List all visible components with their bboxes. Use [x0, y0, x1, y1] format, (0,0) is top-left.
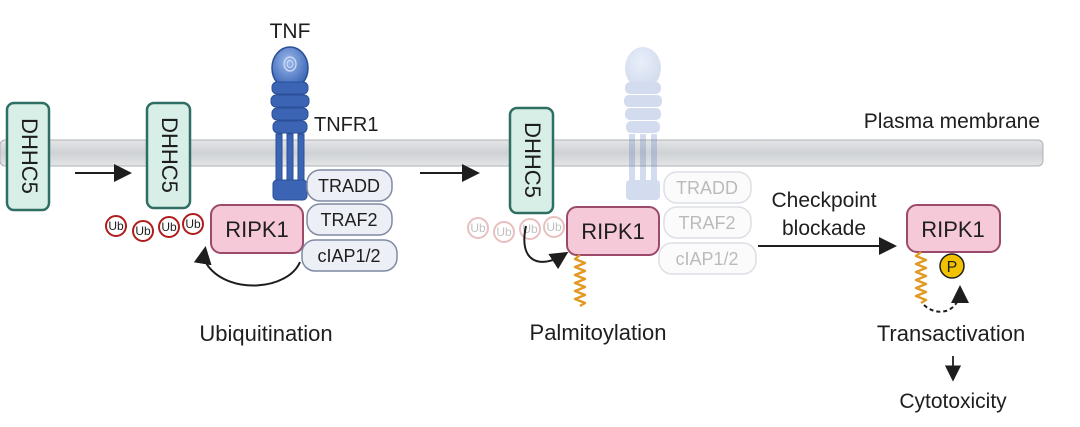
ub-circle-faded: Ub [467, 217, 489, 239]
palmitoylation-arrow [523, 225, 569, 270]
tradd-label: TRADD [318, 176, 380, 196]
ripk1-label-2: RIPK1 [581, 219, 645, 244]
ub-circle-faded: Ub [493, 221, 515, 243]
svg-text:Ub: Ub [470, 221, 486, 235]
svg-text:Ub: Ub [135, 224, 151, 238]
ub-circle-faded: Ub [543, 216, 565, 238]
ciap-label: cIAP1/2 [317, 246, 380, 266]
dhhc5-box-2: DHHC5 [145, 101, 192, 210]
ub-circle-faded: Ub [519, 218, 541, 240]
ciap-box [301, 239, 398, 272]
ubiquitination-arrow [193, 246, 301, 287]
tnf-label: TNF [270, 20, 311, 43]
dhhc5-box-3: DHHC5 [508, 106, 555, 215]
svg-text:Ub: Ub [546, 220, 562, 234]
adaptor-complex: TRADD TRAF2 cIAP1/2 [301, 169, 398, 272]
svg-text:TRADD: TRADD [676, 178, 738, 198]
plasma-membrane-label: Plasma membrane [864, 110, 1040, 133]
checkpoint-label-line2: blockade [782, 217, 866, 240]
tnfr1-label: TNFR1 [314, 114, 378, 136]
palmitoyl-chain-2 [914, 251, 928, 305]
svg-text:Ub: Ub [496, 225, 512, 239]
ubiquitin-chain: Ub Ub Ub Ub [105, 213, 204, 242]
ripk1-box-2: RIPK1 [566, 206, 660, 256]
palmitoylation-label: Palmitoylation [530, 320, 667, 345]
ubiquitination-label: Ubiquitination [199, 321, 332, 346]
svg-text:Ub: Ub [522, 222, 538, 236]
ripk1-label-3: RIPK1 [921, 217, 985, 242]
svg-text:Ub: Ub [108, 219, 124, 233]
ripk1-box-3: RIPK1 [906, 204, 1001, 253]
phosphate-label: P [947, 259, 958, 276]
svg-text:Ub: Ub [161, 220, 177, 234]
ub-circle: Ub [105, 215, 127, 237]
palmitoyl-chain-1 [573, 254, 587, 308]
dhhc5-label-2: DHHC5 [157, 117, 182, 193]
svg-text:cIAP1/2: cIAP1/2 [675, 249, 738, 269]
tnf-ligand [271, 46, 309, 90]
dhhc5-label-3: DHHC5 [520, 122, 545, 198]
transactivation-arrow [923, 285, 969, 313]
faded-adaptor-complex: TRADD TRAF2 cIAP1/2 [658, 171, 757, 275]
phosphate-circle: P [939, 253, 965, 279]
checkpoint-label-line1: Checkpoint [771, 189, 876, 212]
faded-ubiquitin-chain: Ub Ub Ub Ub [467, 216, 565, 243]
faded-tnfr1-receptor [624, 47, 662, 200]
tnfr1-receptor [270, 81, 310, 201]
dhhc5-label-1: DHHC5 [17, 118, 42, 194]
traf2-box [306, 203, 393, 236]
svg-text:TRAF2: TRAF2 [678, 213, 735, 233]
ub-circle: Ub [182, 213, 204, 235]
ripk1-box-1: RIPK1 [210, 204, 304, 254]
dhhc5-box-1: DHHC5 [5, 101, 51, 212]
cytotoxicity-label: Cytotoxicity [899, 390, 1007, 413]
ub-circle: Ub [132, 220, 154, 242]
traf2-label: TRAF2 [320, 210, 377, 230]
tradd-box [306, 169, 393, 202]
svg-text:Ub: Ub [185, 217, 201, 231]
ub-circle: Ub [158, 216, 180, 238]
transactivation-label: Transactivation [877, 321, 1025, 346]
ripk1-label-1: RIPK1 [225, 217, 289, 242]
